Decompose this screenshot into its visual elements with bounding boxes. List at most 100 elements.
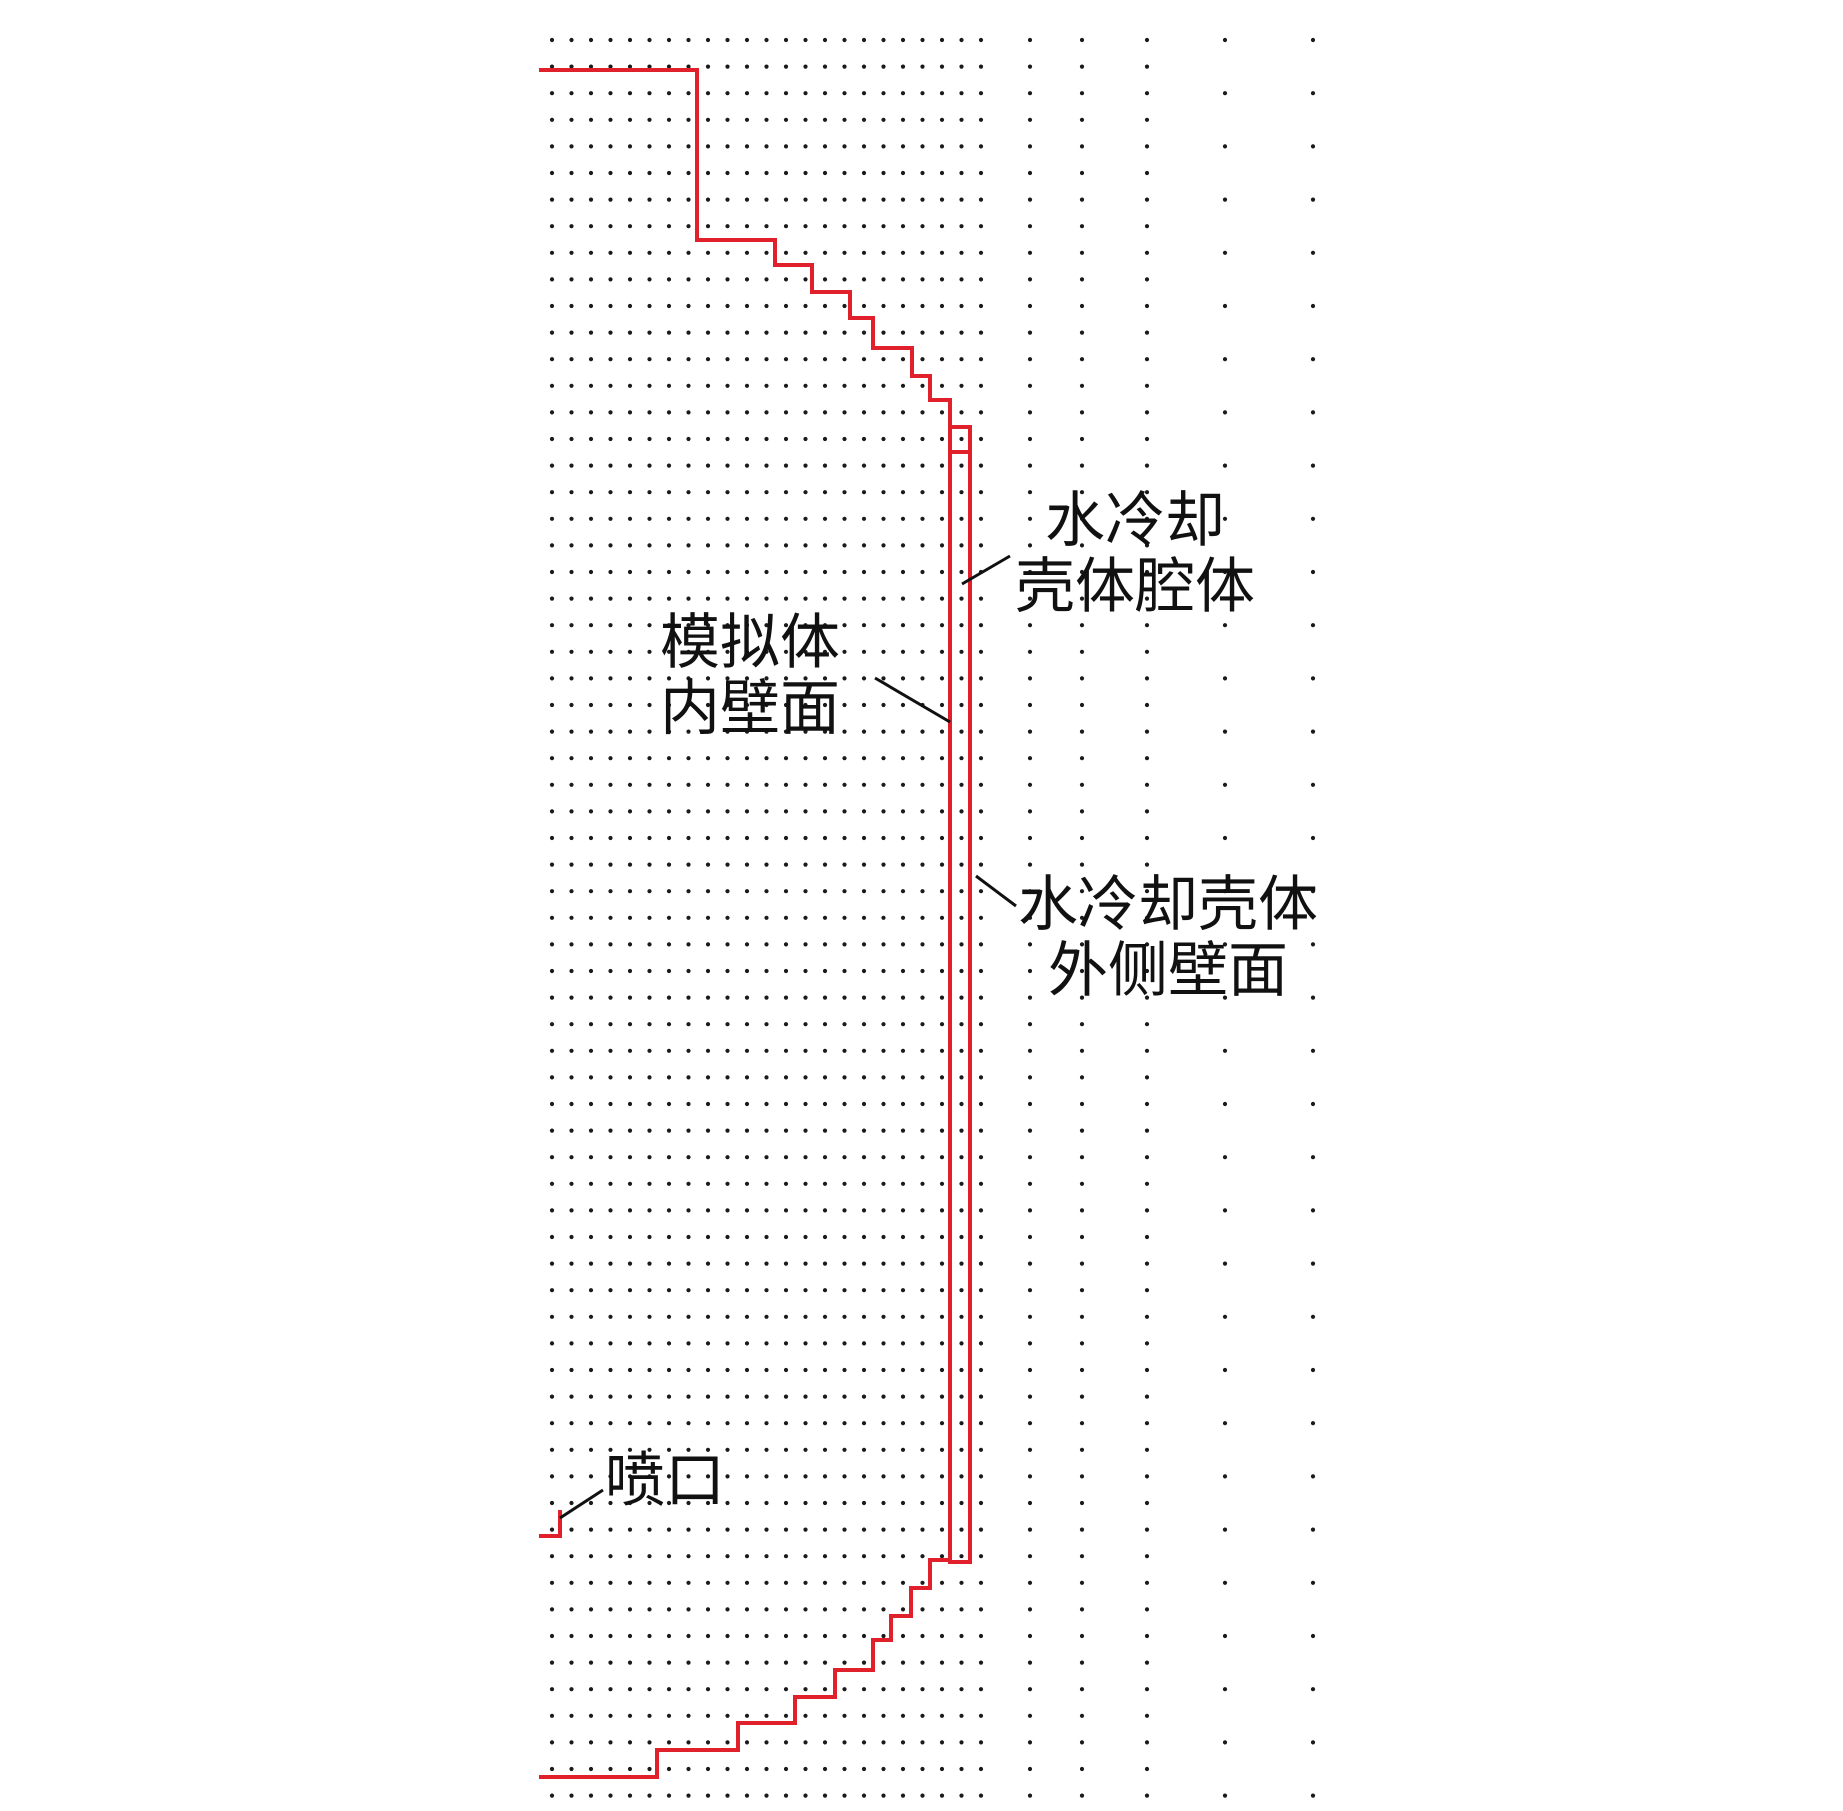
mesh-node-dot — [959, 1261, 964, 1266]
mesh-node-dot — [783, 1288, 789, 1293]
mesh-node-dot — [803, 1314, 808, 1319]
mesh-node-dot — [1144, 676, 1150, 681]
mesh-node-dot — [920, 1048, 925, 1053]
mesh-node-dot — [1144, 1075, 1150, 1080]
mesh-node-dot — [705, 383, 711, 388]
mesh-node-dot — [881, 1740, 886, 1745]
mesh-node-dot — [959, 197, 964, 202]
mesh-node-dot — [939, 1234, 945, 1240]
mesh-node-dot — [588, 968, 594, 974]
mesh-node-dot — [900, 1713, 906, 1718]
mesh-node-dot — [842, 170, 847, 176]
mesh-node-dot — [1144, 117, 1150, 122]
mesh-node-dot — [842, 1633, 847, 1639]
mesh-node-dot — [881, 1447, 886, 1452]
mesh-node-dot — [627, 436, 633, 442]
mesh-node-dot — [959, 1633, 964, 1639]
mesh-node-dot — [725, 1633, 730, 1639]
mesh-node-dot — [1079, 1740, 1085, 1745]
mesh-node-dot — [764, 543, 769, 548]
mesh-node-dot — [549, 1447, 555, 1452]
mesh-node-dot — [744, 756, 750, 761]
mesh-node-dot — [822, 1367, 828, 1373]
mesh-node-dot — [900, 1394, 906, 1399]
mesh-node-dot — [569, 1234, 574, 1240]
mesh-node-dot — [588, 1474, 594, 1479]
mesh-node-dot — [686, 1421, 691, 1426]
mesh-node-dot — [588, 862, 594, 867]
mesh-node-dot — [666, 1048, 672, 1053]
mesh-node-dot — [1310, 516, 1316, 521]
mesh-node-dot — [588, 596, 594, 601]
mesh-node-dot — [647, 516, 652, 521]
mesh-node-dot — [822, 1607, 828, 1612]
mesh-node-dot — [978, 1101, 984, 1107]
mesh-node-dot — [783, 170, 789, 176]
mesh-node-dot — [1144, 250, 1150, 255]
mesh-node-dot — [978, 1421, 984, 1426]
mesh-node-dot — [705, 1421, 711, 1426]
mesh-node-dot — [569, 942, 574, 947]
mesh-node-dot — [920, 596, 925, 601]
mesh-node-dot — [959, 410, 964, 415]
mesh-node-dot — [803, 330, 808, 335]
mesh-node-dot — [783, 1580, 789, 1585]
mesh-node-dot — [588, 383, 594, 388]
mesh-node-dot — [1027, 835, 1033, 841]
mesh-node-dot — [1144, 809, 1150, 814]
mesh-node-dot — [1222, 1367, 1228, 1373]
mesh-node-dot — [822, 37, 828, 43]
mesh-node-dot — [705, 436, 711, 442]
mesh-node-dot — [1079, 915, 1085, 920]
mesh-node-dot — [764, 1101, 769, 1107]
mesh-node-dot — [725, 782, 730, 787]
mesh-node-dot — [1079, 1314, 1085, 1319]
mesh-node-dot — [959, 1367, 964, 1373]
mesh-node-dot — [978, 1474, 984, 1479]
mesh-node-dot — [959, 889, 964, 894]
mesh-node-dot — [959, 1128, 964, 1133]
mesh-node-dot — [764, 463, 769, 468]
mesh-node-dot — [939, 1713, 945, 1718]
mesh-node-dot — [920, 1527, 925, 1532]
mesh-node-dot — [666, 1633, 672, 1639]
mesh-node-dot — [822, 1181, 828, 1186]
mesh-node-dot — [1079, 1394, 1085, 1399]
mesh-node-dot — [588, 357, 594, 362]
mesh-node-dot — [978, 1075, 984, 1080]
mesh-node-dot — [939, 1155, 945, 1160]
mesh-node-dot — [764, 569, 769, 575]
mesh-node-dot — [978, 649, 984, 654]
mesh-node-dot — [861, 1660, 867, 1665]
mesh-node-dot — [1079, 942, 1085, 947]
mesh-node-dot — [1310, 995, 1316, 1000]
mesh-node-dot — [588, 1022, 594, 1027]
mesh-node-dot — [842, 1447, 847, 1452]
mesh-node-dot — [920, 197, 925, 202]
mesh-node-dot — [900, 250, 906, 255]
mesh-node-dot — [959, 623, 964, 628]
mesh-node-dot — [569, 224, 574, 229]
mesh-node-dot — [978, 1527, 984, 1532]
mesh-node-dot — [705, 170, 711, 176]
mesh-node-dot — [1310, 197, 1316, 202]
mesh-node-dot — [822, 1394, 828, 1399]
mesh-node-dot — [900, 889, 906, 894]
mesh-node-dot — [569, 37, 574, 43]
mesh-node-dot — [939, 277, 945, 282]
mesh-node-dot — [939, 436, 945, 442]
mesh-node-dot — [1144, 915, 1150, 920]
mesh-node-dot — [900, 596, 906, 601]
mesh-node-dot — [920, 91, 925, 96]
mesh-node-dot — [1027, 250, 1033, 255]
mesh-node-dot — [686, 809, 691, 814]
mesh-node-dot — [608, 676, 613, 681]
mesh-node-dot — [686, 490, 691, 495]
mesh-node-dot — [627, 357, 633, 362]
mesh-node-dot — [920, 1341, 925, 1346]
mesh-node-dot — [881, 1208, 886, 1213]
mesh-node-dot — [1144, 170, 1150, 176]
mesh-node-dot — [1310, 889, 1316, 894]
mesh-node-dot — [705, 144, 711, 149]
mesh-node-dot — [1027, 357, 1033, 362]
